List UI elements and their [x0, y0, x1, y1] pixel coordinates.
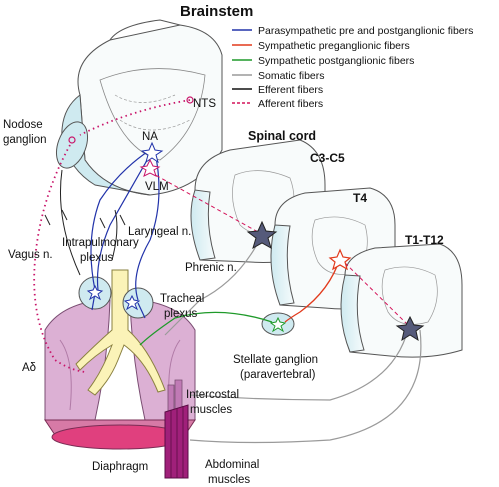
brainstem-section [61, 19, 223, 196]
sympathetic-postganglionic-fiber [139, 311, 273, 346]
vlm-label: VLM [145, 181, 169, 193]
spinal-cord-label: Spinal cord [248, 129, 316, 143]
phrenic-label: Phrenic n. [185, 262, 237, 274]
neuron-nts [186, 96, 194, 104]
intrapulmonary-label-line2: plexus [80, 252, 113, 264]
intercostal-label-line2: muscles [190, 404, 232, 416]
legend-label-sympathetic-post: Sympathetic postganglionic fibers [258, 55, 414, 67]
abdominal-label-line2: muscles [208, 474, 250, 486]
afferent-dashed-fibers [149, 171, 409, 326]
diaphragm-label: Diaphragm [92, 461, 148, 473]
parasympathetic-fibers [90, 149, 160, 319]
na-label: NA [142, 131, 158, 143]
t4-label: T4 [353, 191, 367, 205]
sympathetic-preganglionic-fiber [284, 257, 341, 323]
abdominal-label-line1: Abdominal [205, 459, 259, 471]
c3-c5-label: C3-C5 [310, 151, 345, 165]
neuron-t1-t12 [395, 315, 425, 342]
nodose-label-line2: ganglion [3, 134, 46, 146]
nerve-markers [44, 209, 126, 229]
intercostal-label-line1: Intercostal [186, 389, 239, 401]
spinal-cord-t1-t12 [340, 243, 463, 358]
abdominal-muscles-shape [164, 404, 189, 479]
diaphragm-shape [44, 419, 196, 450]
neuron-vlm [139, 158, 161, 177]
legend-label-efferent: Efferent fibers [258, 84, 323, 96]
a-delta-label: Aδ [22, 362, 36, 374]
efferent-fibers [60, 169, 118, 276]
legend-label-sympathetic-pre: Sympathetic preganglionic fibers [258, 40, 410, 52]
nodose-ganglion-shape [55, 121, 89, 169]
neuron-stellate [269, 316, 287, 333]
vagus-label: Vagus n. [8, 249, 53, 261]
stellate-label-line1: Stellate ganglion [233, 354, 318, 366]
t1-t12-label: T1-T12 [405, 233, 444, 247]
neuron-intrapulmonary [86, 284, 104, 301]
laryngeal-label: Laryngeal n. [128, 226, 191, 238]
legend-label-afferent: Afferent fibers [258, 98, 323, 110]
intercostal-muscles-shape [167, 379, 183, 416]
brainstem-title: Brainstem [180, 3, 253, 20]
legend: Parasympathetic pre and postganglionic f… [232, 25, 473, 110]
nts-label: NTS [193, 98, 216, 110]
trachea [75, 269, 166, 396]
intrapulmonary-label-line1: Intrapulmonary [62, 237, 139, 249]
neuron-tracheal [123, 294, 141, 311]
neuron-nodose [68, 136, 76, 144]
legend-label-parasympathetic: Parasympathetic pre and postganglionic f… [258, 25, 473, 37]
neuron-na [140, 141, 164, 164]
neuron-t4 [328, 248, 352, 271]
nodose-label-line1: Nodose [3, 119, 43, 131]
legend-label-somatic: Somatic fibers [258, 70, 325, 82]
stellate-label-line2: (paravertebral) [240, 369, 316, 381]
neuron-c3-c5 [246, 220, 278, 250]
tracheal-label-line2: plexus [164, 308, 197, 320]
tracheal-label-line1: Tracheal [160, 293, 204, 305]
somatic-fibers [164, 234, 422, 444]
